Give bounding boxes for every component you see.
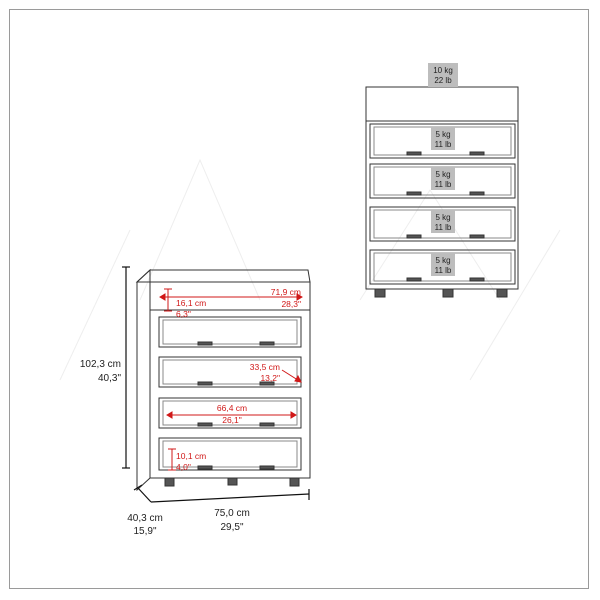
drawer-width-in: 26,1" bbox=[222, 415, 242, 425]
width-in: 29,5" bbox=[220, 522, 243, 533]
height-cm: 102,3 cm bbox=[80, 359, 121, 370]
iso-foot bbox=[227, 477, 238, 486]
drawer-load-lb: 11 lb bbox=[435, 140, 452, 149]
drawer-load-kg: 5 kg bbox=[435, 256, 450, 265]
drawer-load-kg: 5 kg bbox=[435, 213, 450, 222]
drawer-load-kg: 5 kg bbox=[435, 170, 450, 179]
shelf-width-in: 28,3" bbox=[281, 299, 301, 309]
iso-drawer bbox=[158, 316, 302, 348]
front-drawer bbox=[369, 163, 516, 199]
drawer-load-lb: 11 lb bbox=[435, 266, 452, 275]
iso-foot bbox=[289, 477, 300, 487]
drawer-depth-cm: 33,5 cm bbox=[250, 362, 280, 372]
width-cm: 75,0 cm bbox=[214, 508, 250, 519]
front-drawer bbox=[369, 249, 516, 285]
drawer-depth-in: 13,2" bbox=[260, 373, 280, 383]
shelf-width-cm: 71,9 cm bbox=[271, 287, 301, 297]
iso-foot bbox=[164, 477, 175, 487]
inner-dimension-lines bbox=[159, 288, 303, 471]
drawer-height-in: 4,0" bbox=[176, 462, 191, 472]
depth-cm: 40,3 cm bbox=[127, 513, 163, 524]
drawer-load-kg: 5 kg bbox=[435, 130, 450, 139]
drawer-load-lb: 11 lb bbox=[435, 180, 452, 189]
depth-dimension-line bbox=[137, 487, 152, 503]
page-border bbox=[9, 9, 589, 589]
drawer-load-lb: 11 lb bbox=[435, 223, 452, 232]
iso-drawer bbox=[158, 437, 302, 471]
front-foot bbox=[496, 288, 508, 298]
drawer-load-label: 5 kg 11 lb bbox=[431, 253, 455, 276]
drawer-width-cm: 66,4 cm bbox=[217, 403, 247, 413]
drawer-height-cm: 10,1 cm bbox=[176, 451, 206, 461]
top-load-kg: 10 kg bbox=[433, 66, 453, 75]
drawer-load-label: 5 kg 11 lb bbox=[431, 167, 455, 190]
iso-drawer bbox=[158, 397, 302, 429]
top-load-label: 10 kg 22 lb bbox=[428, 63, 458, 87]
iso-view-chest bbox=[135, 268, 311, 492]
width-dimension-line bbox=[150, 493, 310, 503]
iso-top-face bbox=[135, 269, 311, 283]
drawer-load-label: 5 kg 11 lb bbox=[431, 127, 455, 150]
watermark-lines bbox=[59, 158, 561, 381]
front-foot bbox=[442, 288, 454, 298]
height-in: 40,3" bbox=[98, 373, 121, 384]
drawer-load-label: 5 kg 11 lb bbox=[431, 210, 455, 233]
iso-side-face bbox=[136, 268, 151, 492]
depth-in: 15,9" bbox=[133, 526, 156, 537]
top-load-lb: 22 lb bbox=[434, 76, 452, 85]
iso-drawer bbox=[158, 356, 302, 388]
overall-dimension-lines bbox=[122, 266, 310, 503]
front-foot bbox=[374, 288, 386, 298]
shelf-height-cm: 16,1 cm bbox=[176, 298, 206, 308]
shelf-height-in: 6,3" bbox=[176, 309, 191, 319]
